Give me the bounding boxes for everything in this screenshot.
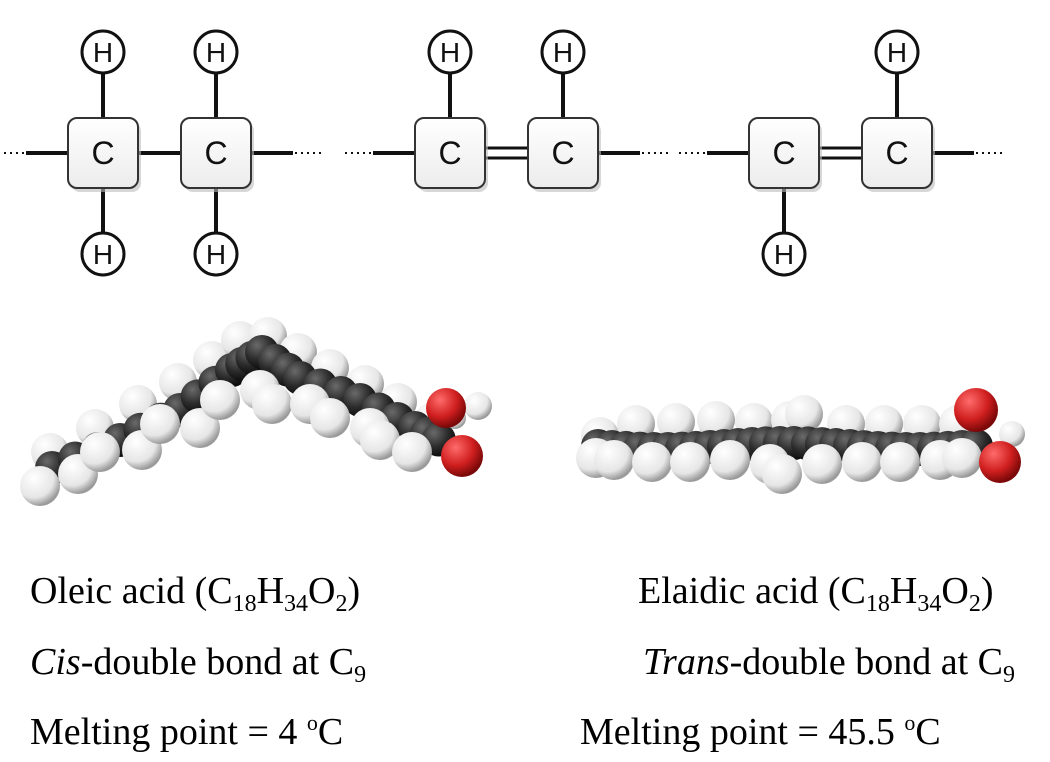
hydrogen-label: H [93, 37, 113, 68]
hydrogen-sphere [200, 380, 240, 420]
elaidic-melting-point: Melting point = 45.5 oC [580, 710, 941, 753]
carbon-atom [861, 117, 933, 189]
oleic-melting-point: Melting point = 4 oC [30, 710, 344, 753]
hydrogen-label: H [774, 239, 794, 270]
bond-structure-3: H H C C [679, 29, 1002, 277]
hydrogen-atom [427, 29, 473, 75]
hydrogen-sphere [140, 404, 180, 444]
hydrogen-sphere [180, 408, 220, 448]
hydrogen-label: H [206, 37, 226, 68]
hydrogen-label: H [553, 37, 573, 68]
hydrogen-sphere [657, 403, 695, 441]
hydrogen-sphere [310, 398, 350, 438]
oxygen-sphere [954, 388, 998, 432]
bond-structure-2: H H C C [345, 29, 668, 192]
bond-structures: H H H H C C H H C C H H C C [0, 29, 1002, 277]
hydrogen-sphere [842, 442, 882, 482]
hydrogen-label: H [93, 239, 113, 270]
hydrogen-atom [761, 231, 807, 277]
hydrogen-atom [540, 29, 586, 75]
hydrogen-atom [80, 231, 126, 277]
hydrogen-sphere [710, 440, 750, 480]
carbon-atom [414, 117, 486, 189]
carbon-label: C [772, 135, 795, 171]
hydrogen-sphere [999, 421, 1025, 447]
carbon-atom [748, 117, 820, 189]
hydrogen-sphere [80, 432, 120, 472]
hydrogen-sphere [20, 466, 60, 506]
fatty-acid-diagram: H H H H C C H H C C H H C C [0, 29, 1025, 506]
oxygen-sphere [979, 441, 1021, 483]
carbon-atom [180, 117, 252, 189]
hydrogen-atom [80, 29, 126, 75]
carbon-label: C [204, 135, 227, 171]
hydrogen-sphere [392, 432, 432, 472]
carbon-label: C [91, 135, 114, 171]
oleic-formula-caption: Oleic acid (C18H34O2) [30, 570, 361, 617]
hydrogen-sphere [632, 442, 672, 482]
elaidic-bond-caption: Trans-double bond at C9 [643, 641, 1015, 688]
space-filling-models [20, 317, 1025, 506]
oleic-bond-caption: Cis-double bond at C9 [30, 641, 367, 688]
hydrogen-sphere [670, 442, 710, 482]
hydrogen-sphere [762, 454, 802, 494]
hydrogen-sphere [802, 444, 842, 484]
carbon-atom [67, 117, 139, 189]
hydrogen-sphere [594, 440, 634, 480]
oxygen-sphere [441, 435, 483, 477]
hydrogen-sphere [785, 395, 823, 433]
hydrogen-sphere [360, 420, 400, 460]
oxygen-sphere [426, 388, 466, 428]
hydrogen-label: H [440, 37, 460, 68]
hydrogen-atom [193, 231, 239, 277]
hydrogen-atom [193, 29, 239, 75]
elaidic-formula-caption: Elaidic acid (C18H34O2) [638, 570, 994, 617]
hydrogen-sphere [942, 438, 982, 478]
hydrogen-sphere [880, 442, 920, 482]
elaidic-acid-model [576, 388, 1025, 494]
hydrogen-label: H [887, 37, 907, 68]
hydrogen-sphere [252, 384, 292, 424]
carbon-atom [527, 117, 599, 189]
hydrogen-atom [874, 29, 920, 75]
bond-structure-1: H H H H C C [0, 29, 321, 277]
carbon-label: C [885, 135, 908, 171]
hydrogen-sphere [464, 392, 492, 420]
carbon-label: C [551, 135, 574, 171]
hydrogen-label: H [206, 239, 226, 270]
carbon-label: C [438, 135, 461, 171]
oleic-acid-model [20, 317, 492, 506]
